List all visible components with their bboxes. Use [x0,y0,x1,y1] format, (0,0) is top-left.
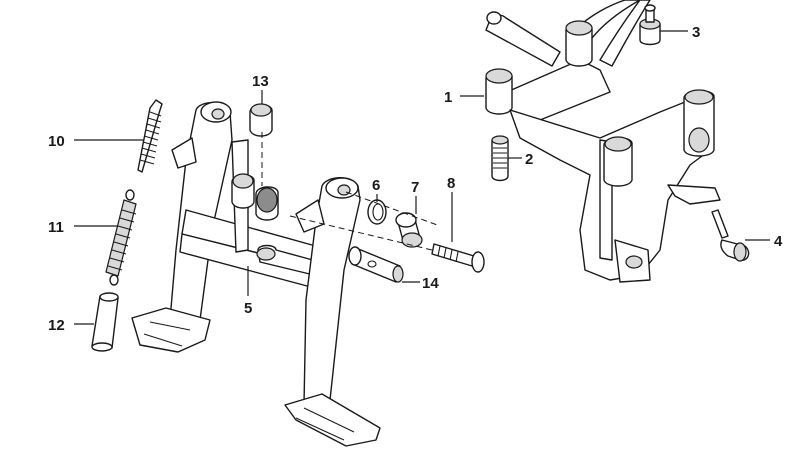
coil-spring-part-11 [105,189,137,286]
callout-4: 4 [774,233,783,250]
callout-3: 3 [692,24,700,41]
bolt-part-8 [431,243,485,273]
callout-10: 10 [48,133,65,150]
callout-13: 13 [252,73,269,90]
pin-part-14 [348,246,404,283]
callout-14: 14 [422,275,439,292]
spring-part-10 [137,99,163,173]
knob-part-4 [711,209,750,262]
callout-5: 5 [244,300,252,317]
center-stand-part-5 [131,101,381,447]
callout-2: 2 [525,151,533,168]
callout-12: 12 [48,317,65,334]
sleeve-part-12 [91,292,119,352]
bushing-part-13 [231,103,279,221]
frame-bracket [485,0,721,283]
callout-1: 1 [444,89,452,106]
callout-7: 7 [411,179,419,196]
callout-8: 8 [447,175,455,192]
stopper-part-3 [639,4,661,46]
callout-6: 6 [372,177,380,194]
bolt-part-2 [491,135,509,182]
leader-lines [74,30,770,325]
assembly-axis [261,132,441,251]
circlip-part-6 [367,199,387,225]
callout-11: 11 [48,219,64,236]
